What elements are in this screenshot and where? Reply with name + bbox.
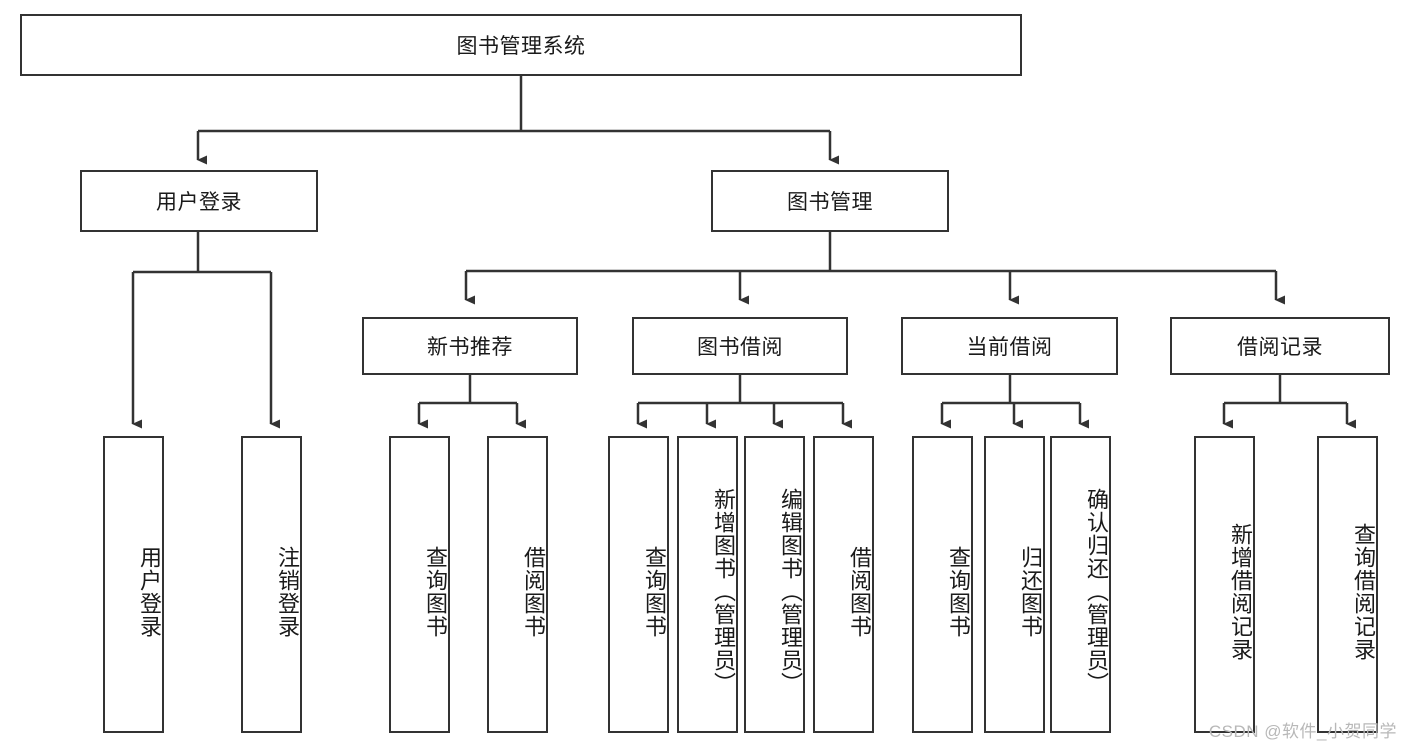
leaf-borrow-book-1[interactable]: 借阅图书 bbox=[487, 436, 548, 733]
node-root[interactable]: 图书管理系统 bbox=[20, 14, 1022, 76]
node-book-borrow[interactable]: 图书借阅 bbox=[632, 317, 848, 375]
node-borrow-record-label: 借阅记录 bbox=[1237, 336, 1323, 359]
leaf-query-record-label: 查询借阅记录 bbox=[1351, 522, 1376, 661]
node-new-book-recommend[interactable]: 新书推荐 bbox=[362, 317, 578, 375]
node-user-login[interactable]: 用户登录 bbox=[80, 170, 318, 232]
leaf-query-book-1[interactable]: 查询图书 bbox=[389, 436, 450, 733]
node-current-borrow[interactable]: 当前借阅 bbox=[901, 317, 1118, 375]
leaf-query-book-2-label: 查询图书 bbox=[642, 545, 667, 638]
node-book-management[interactable]: 图书管理 bbox=[711, 170, 949, 232]
leaf-user-logout-label: 注销登录 bbox=[275, 545, 300, 638]
leaf-add-book-label: 新增图书（管理员） bbox=[711, 488, 736, 695]
leaf-user-login[interactable]: 用户登录 bbox=[103, 436, 164, 733]
leaf-confirm-return-label: 确认归还（管理员） bbox=[1084, 488, 1109, 695]
leaf-user-login-label: 用户登录 bbox=[137, 545, 162, 638]
leaf-add-book[interactable]: 新增图书（管理员） bbox=[677, 436, 738, 733]
leaf-borrow-book-2-label: 借阅图书 bbox=[847, 545, 872, 638]
leaf-user-logout[interactable]: 注销登录 bbox=[241, 436, 302, 733]
csdn-watermark: CSDN @软件_小贺同学 bbox=[1208, 722, 1397, 741]
leaf-query-book-3-label: 查询图书 bbox=[946, 545, 971, 638]
leaf-query-book-3[interactable]: 查询图书 bbox=[912, 436, 973, 733]
node-root-label: 图书管理系统 bbox=[456, 35, 586, 58]
leaf-return-book[interactable]: 归还图书 bbox=[984, 436, 1045, 733]
leaf-query-record[interactable]: 查询借阅记录 bbox=[1317, 436, 1378, 733]
node-new-book-recommend-label: 新书推荐 bbox=[427, 336, 513, 359]
node-user-login-label: 用户登录 bbox=[156, 191, 242, 214]
node-book-management-label: 图书管理 bbox=[787, 191, 873, 214]
leaf-borrow-book-2[interactable]: 借阅图书 bbox=[813, 436, 874, 733]
leaf-edit-book-label: 编辑图书（管理员） bbox=[778, 488, 803, 695]
leaf-edit-book[interactable]: 编辑图书（管理员） bbox=[744, 436, 805, 733]
leaf-add-record[interactable]: 新增借阅记录 bbox=[1194, 436, 1255, 733]
leaf-borrow-book-1-label: 借阅图书 bbox=[521, 545, 546, 638]
leaf-query-book-1-label: 查询图书 bbox=[423, 545, 448, 638]
node-current-borrow-label: 当前借阅 bbox=[966, 336, 1053, 359]
node-book-borrow-label: 图书借阅 bbox=[697, 336, 783, 359]
leaf-query-book-2[interactable]: 查询图书 bbox=[608, 436, 669, 733]
leaf-confirm-return[interactable]: 确认归还（管理员） bbox=[1050, 436, 1111, 733]
leaf-add-record-label: 新增借阅记录 bbox=[1228, 522, 1253, 661]
leaf-return-book-label: 归还图书 bbox=[1018, 545, 1043, 638]
node-borrow-record[interactable]: 借阅记录 bbox=[1170, 317, 1390, 375]
